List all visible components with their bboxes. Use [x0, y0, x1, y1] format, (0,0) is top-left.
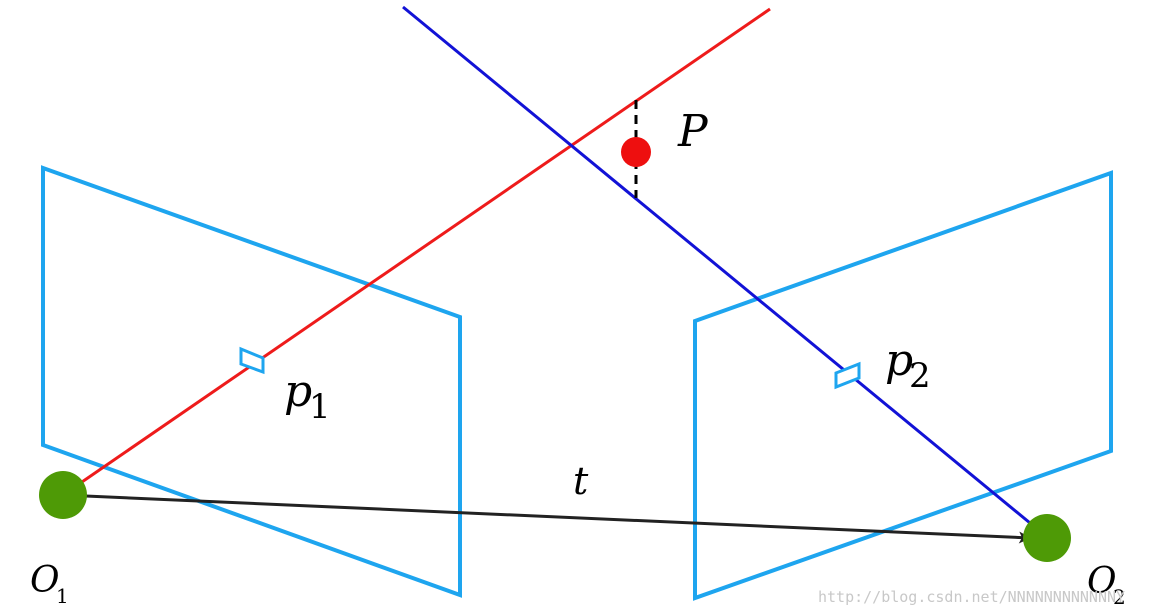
left-image-plane: [41, 165, 462, 598]
label-O1-letter: O: [30, 560, 60, 601]
label-t: t: [573, 459, 589, 503]
baseline-t-arrow: [62, 493, 1031, 544]
p1-projection-marker: [239, 346, 265, 375]
right-image-plane: [693, 170, 1113, 601]
label-O2-letter: O: [1087, 561, 1117, 602]
watermark-url: http://blog.csdn.net/NNNNNNNNNNNNY: [818, 588, 1125, 606]
label-O1: O 1: [30, 560, 69, 608]
label-O2-subscript: 2: [1113, 585, 1126, 609]
point-p: [621, 137, 651, 167]
p2-projection-marker: [834, 361, 861, 390]
left-projection-ray: [62, 7, 771, 497]
label-O1-subscript: 1: [56, 584, 69, 608]
label-O2: O 2: [1087, 561, 1126, 609]
camera-center-o2: [1023, 514, 1071, 562]
label-P: P: [677, 106, 709, 157]
label-p1-subscript: 1: [309, 387, 331, 427]
label-p2: p 2: [885, 335, 931, 396]
right-projection-ray: [402, 5, 1048, 539]
label-p1-letter: p: [284, 366, 312, 417]
camera-center-o1: [39, 471, 87, 519]
label-p2-letter: p: [885, 335, 913, 386]
label-p1: p 1: [284, 366, 331, 427]
label-p2-subscript: 2: [909, 356, 931, 396]
